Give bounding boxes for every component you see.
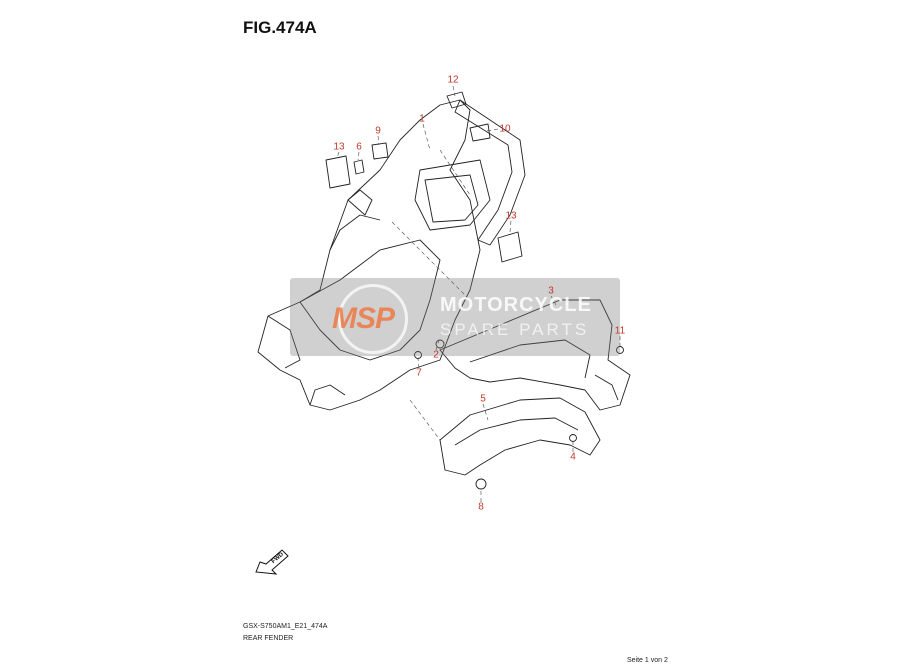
inner-fender — [439, 397, 601, 476]
bolt-7 — [414, 351, 422, 359]
nut-8 — [475, 478, 487, 490]
screw-4 — [569, 434, 577, 442]
rear-fender-body — [257, 99, 481, 411]
callout-5[interactable]: 5 — [480, 393, 486, 405]
part-6 — [353, 159, 365, 175]
bolt-11 — [616, 346, 624, 354]
watermark-banner: MSP MOTORCYCLE SPARE PARTS — [290, 278, 620, 356]
tail-cover — [439, 299, 631, 411]
part-13-left — [325, 155, 351, 189]
callout-6[interactable]: 6 — [356, 141, 362, 153]
callout-9[interactable]: 9 — [375, 125, 381, 137]
part-13-right — [497, 231, 523, 263]
part-12 — [446, 91, 467, 109]
callout-4[interactable]: 4 — [570, 451, 576, 463]
tail-strip — [454, 99, 526, 246]
watermark-logo-text: MSP — [332, 302, 395, 335]
part-10-pad — [469, 123, 491, 142]
bolt-2 — [435, 339, 445, 349]
page-indicator: Seite 1 von 2 — [627, 657, 668, 664]
callout-2[interactable]: 2 — [433, 349, 439, 361]
callout-1[interactable]: 1 — [419, 113, 425, 125]
part-9 — [371, 142, 389, 160]
figure-title: FIG.474A — [243, 18, 317, 37]
callout-11[interactable]: 11 — [614, 325, 626, 337]
part-name: REAR FENDER — [243, 635, 294, 642]
callout-3[interactable]: 3 — [548, 285, 554, 297]
watermark-logo-ring — [338, 284, 408, 354]
callout-8[interactable]: 8 — [478, 501, 484, 513]
callout-13[interactable]: 13 — [333, 141, 345, 153]
callout-7[interactable]: 7 — [416, 367, 422, 379]
callout-10[interactable]: 10 — [499, 123, 511, 135]
callout-12[interactable]: 12 — [447, 74, 459, 86]
fwd-arrow-icon: FWD — [255, 549, 289, 575]
callout-13[interactable]: 13 — [505, 210, 517, 222]
watermark-brand: MOTORCYCLE — [440, 294, 592, 316]
watermark-subtitle: SPARE PARTS — [440, 320, 590, 339]
model-code: GSX-S750AM1_E21_474A — [243, 623, 328, 630]
